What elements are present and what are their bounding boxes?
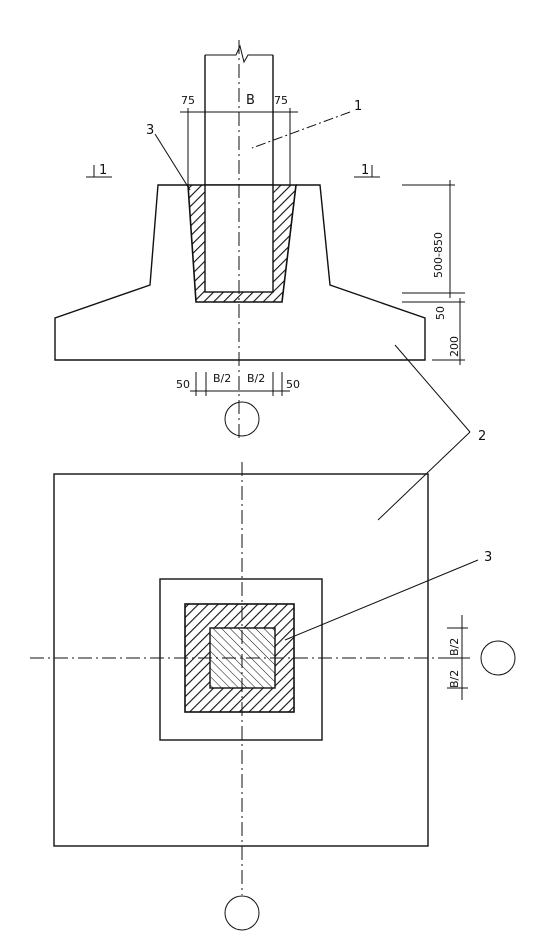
dim-top-right: 75 [274,94,288,107]
dim-height-socket: 500-850 [432,232,445,278]
dim-bottom-half-left: B/2 [213,372,231,385]
section-mark-right: 1 [354,163,380,178]
section-mark-left: 1 [86,163,112,178]
dim-bottom-half-right: B/2 [247,372,265,385]
callout-1: 1 [354,99,362,114]
svg-text:1: 1 [361,163,369,178]
callout-2: 2 [478,429,486,444]
dim-plan-half-bottom: B/2 [448,670,461,688]
dim-height-base: 200 [448,336,461,357]
svg-text:1: 1 [99,163,107,178]
leader-3-section [154,133,191,191]
section-view: 75 B 75 1 3 1 1 500-850 50 200 [54,40,471,440]
column-break-mark [205,44,273,64]
axis-bubble-right [480,640,516,676]
callout-3-section: 3 [146,123,154,138]
leader-1 [251,111,351,149]
dim-top-left: 75 [181,94,195,107]
foundation-outline [54,184,426,361]
dim-top-center: B [246,93,255,108]
axis-bubble-bottom [224,895,260,931]
axis-bubble-top [224,401,260,437]
dim-plan-half-top: B/2 [448,638,461,656]
dim-bottom-left: 50 [176,378,190,391]
dim-bottom-right: 50 [286,378,300,391]
dim-height-bottom: 50 [434,306,447,320]
leader-3-plan [284,559,479,641]
callout-3-plan: 3 [484,550,492,565]
leader-2-section [394,344,471,433]
leader-2-plan [377,431,471,521]
plan-view: B/2 B/2 2 3 [30,429,516,931]
plan-socket-outline [159,578,323,741]
plan-base-outline [53,473,429,847]
